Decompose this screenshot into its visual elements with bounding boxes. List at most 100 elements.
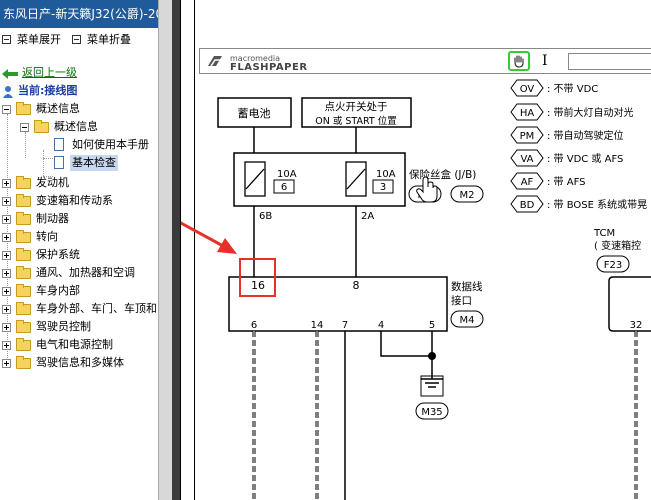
tree-item-exterior[interactable]: 车身外部、车门、车顶和 [2, 301, 158, 317]
find-input[interactable] [568, 53, 651, 70]
folder-icon [16, 194, 31, 207]
flashpaper-toolbar: macromedia FLASHPAPER I [199, 48, 651, 74]
pin-5-label: 5 [429, 320, 435, 331]
collapse-toggle-icon[interactable] [20, 123, 29, 132]
expand-toggle-icon[interactable] [2, 269, 11, 278]
battery-box: 蓄电池 [217, 97, 292, 128]
pin-16-label: 16 [251, 279, 265, 292]
option-legend: OV : 不带 VDC HA : 带前大灯自动对光 PM : 带自动驾驶定位 V… [510, 79, 647, 213]
svg-text:PM: PM [520, 131, 535, 142]
tcm-label-line2: ( 变速箱控 [594, 239, 641, 252]
tree-item-interior[interactable]: 车身内部 [2, 283, 158, 299]
svg-text:: 带 AFS: : 带 AFS [547, 176, 586, 188]
expand-toggle-icon[interactable] [2, 305, 11, 314]
expand-toggle-icon[interactable] [2, 179, 11, 188]
left-nav-panel: 菜单展开 菜单折叠 返回上一级 当前:接线图 概 [0, 0, 158, 500]
folder-icon [34, 120, 49, 133]
expand-toggle-icon[interactable] [2, 323, 11, 332]
expand-toggle-icon[interactable] [2, 233, 11, 242]
menu-expand-button[interactable]: 菜单展开 [2, 32, 61, 48]
folder-icon [16, 176, 31, 189]
back-arrow-icon [2, 69, 18, 79]
tree-item-engine[interactable]: 发动机 [2, 175, 158, 191]
expand-toggle-icon[interactable] [2, 341, 11, 350]
expand-toggle-icon[interactable] [2, 359, 11, 368]
tcm-label-line1: TCM [593, 228, 615, 239]
tree-item-basic-check[interactable]: 基本检查 [54, 155, 158, 171]
tree-item-how-to-use[interactable]: 如何使用本手册 [54, 137, 158, 153]
connector-m35-label: M35 [421, 407, 442, 418]
tree-item-protection[interactable]: 保护系统 [2, 247, 158, 263]
fuse1-number: 6 [281, 182, 287, 193]
text-select-tool-icon[interactable]: I [542, 53, 548, 69]
tree-item-overview-sub[interactable]: 概述信息 [20, 119, 158, 135]
ignition-label-line1: 点火开关处于 [325, 100, 388, 113]
fuse2-number: 3 [380, 182, 386, 193]
wiring-diagram: 蓄电池 点火开关处于 ON 或 START 位置 10A 6 10A 3 保 [181, 79, 651, 500]
expand-icon [2, 35, 11, 44]
connector-m2-label: M2 [460, 190, 475, 201]
battery-label: 蓄电池 [238, 107, 271, 120]
pin-14-label: 14 [311, 320, 324, 331]
pin-6-label: 6 [251, 320, 257, 331]
svg-text:AF: AF [521, 177, 534, 188]
current-location: 当前:接线图 [2, 83, 152, 99]
svg-text:: 带 VDC 或 AFS: : 带 VDC 或 AFS [547, 153, 623, 165]
pin-4-label: 4 [378, 320, 384, 331]
expand-toggle-icon[interactable] [2, 287, 11, 296]
tree-item-electrical[interactable]: 电气和电源控制 [2, 337, 158, 353]
wire-6b-label: 6B [259, 211, 272, 222]
fuse1-amp: 10A [277, 169, 297, 180]
document-icon [54, 156, 64, 169]
svg-text:HA: HA [520, 108, 535, 119]
expand-toggle-icon[interactable] [2, 215, 11, 224]
tree-item-brakes[interactable]: 制动器 [2, 211, 158, 227]
user-icon [3, 86, 13, 98]
hand-tool-button[interactable] [508, 51, 530, 71]
folder-icon [16, 356, 31, 369]
tree-item-driver-controls[interactable]: 驾驶员控制 [2, 319, 158, 335]
tcm-box [608, 276, 651, 332]
svg-text:: 带自动驾驶定位: : 带自动驾驶定位 [547, 129, 624, 142]
tree-item-steering[interactable]: 转向 [2, 229, 158, 245]
folder-icon [16, 320, 31, 333]
ignition-box: 点火开关处于 ON 或 START 位置 [301, 97, 412, 128]
dlc-label-line1: 数据线 [451, 280, 483, 293]
flashpaper-logo-icon [208, 56, 222, 67]
fuse-box-label: 保险丝盒 (J/B) [409, 168, 476, 181]
pin-7-label: 7 [342, 320, 348, 331]
window-title: 东风日产-新天籁J32(公爵)-2011 [0, 0, 172, 28]
tree-item-hvac[interactable]: 通风、加热器和空调 [2, 265, 158, 281]
collapse-icon [72, 35, 81, 44]
expand-toggle-icon[interactable] [2, 251, 11, 260]
back-link[interactable]: 返回上一级 [2, 65, 152, 81]
flashpaper-logo: macromedia FLASHPAPER [206, 51, 307, 73]
tree-item-overview[interactable]: 概述信息 [2, 101, 158, 117]
svg-text:: 不带 VDC: : 不带 VDC [547, 83, 598, 95]
folder-icon [16, 284, 31, 297]
folder-icon [16, 102, 31, 115]
tree-item-multimedia[interactable]: 驾驶信息和多媒体 [2, 355, 158, 371]
menu-collapse-button[interactable]: 菜单折叠 [72, 32, 131, 48]
svg-text:: 带前大灯自动对光: : 带前大灯自动对光 [547, 106, 634, 119]
svg-text:OV: OV [520, 84, 535, 95]
collapse-toggle-icon[interactable] [2, 105, 11, 114]
svg-text:: 带 BOSE 系统或带晃: : 带 BOSE 系统或带晃 [547, 198, 647, 211]
panel-splitter[interactable] [158, 0, 172, 500]
connector-m4-label: M4 [460, 315, 475, 326]
connector-f23-label: F23 [604, 260, 622, 271]
red-arrow-icon [181, 221, 237, 254]
data-link-connector-box: 16 8 6 14 7 4 5 [228, 276, 448, 332]
pin-8-label: 8 [353, 279, 360, 292]
document-viewer: macromedia FLASHPAPER I 蓄电池 点火开关处于 ON 或 … [180, 0, 651, 500]
document-icon [54, 138, 64, 151]
folder-icon [16, 230, 31, 243]
hand-icon [514, 55, 524, 68]
folder-icon [16, 266, 31, 279]
tree-item-transmission[interactable]: 变速箱和传动系 [2, 193, 158, 209]
expand-toggle-icon[interactable] [2, 197, 11, 206]
folder-icon [16, 212, 31, 225]
folder-icon [16, 248, 31, 261]
viewer-frame [172, 0, 180, 500]
ground-symbol-icon [420, 375, 444, 397]
